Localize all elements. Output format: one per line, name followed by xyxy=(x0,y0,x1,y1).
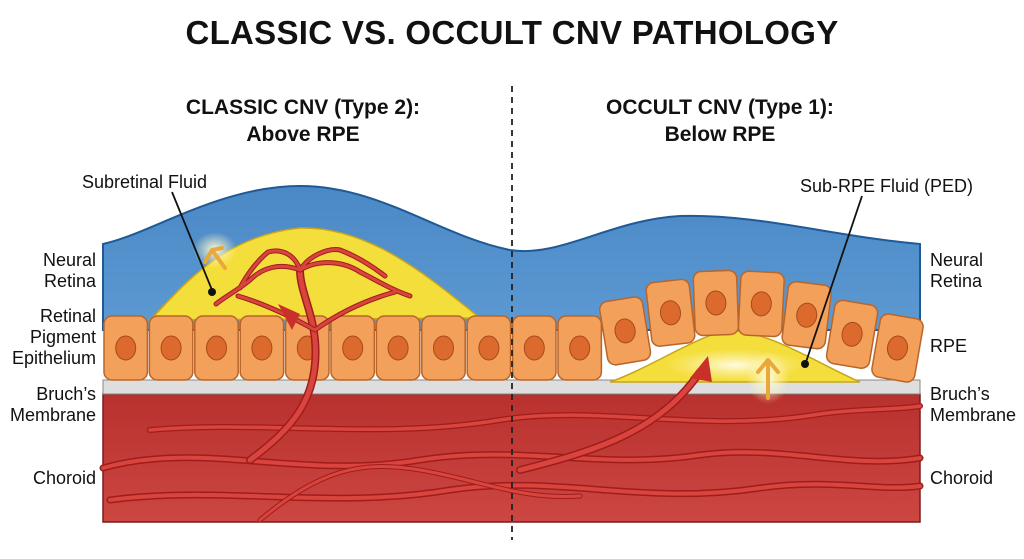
occult-cnv-vessel xyxy=(516,368,704,474)
rpe-nucleus xyxy=(160,335,182,361)
rpe-cell xyxy=(466,315,512,381)
rpe-cell xyxy=(781,280,832,350)
rpe-nucleus xyxy=(433,335,454,361)
rpe-cell xyxy=(871,313,924,383)
rpe-cell xyxy=(148,315,194,381)
rpe-cell xyxy=(692,269,740,337)
left-label-choroid: Choroid xyxy=(32,468,96,488)
occult-title-line2: Below RPE xyxy=(664,123,776,146)
rpe-cell xyxy=(330,315,376,381)
occult-panel-title: OCCULT CNV (Type 1): Below RPE xyxy=(555,94,885,148)
rpe-cell xyxy=(421,315,466,381)
subretinal-fluid-leader xyxy=(171,191,213,291)
rpe-cell xyxy=(375,315,421,381)
diagram-title: CLASSIC VS. OCCULT CNV PATHOLOGY xyxy=(185,14,839,51)
rpe-nucleus xyxy=(569,335,591,361)
sub-rpe-fluid-label: Sub-RPE Fluid (PED) xyxy=(800,176,974,196)
classic-growth-arrow xyxy=(278,304,300,330)
rpe-cell xyxy=(645,278,696,347)
classic-panel-title: CLASSIC CNV (Type 2): Above RPE xyxy=(138,94,468,148)
occult-growth-arrow xyxy=(690,356,712,382)
subretinal-fluid-arrow xyxy=(193,232,237,270)
subretinal-fluid-pointer xyxy=(208,288,216,296)
right-label-rpe: RPE xyxy=(930,336,968,356)
rpe-cell xyxy=(103,315,149,381)
classic-cnv-vessels xyxy=(213,247,413,464)
rpe-cell xyxy=(239,315,285,381)
rpe-nucleus xyxy=(796,302,818,328)
rpe-nucleus xyxy=(614,318,636,344)
sub-rpe-fluid-leader xyxy=(805,195,863,363)
rpe-nucleus xyxy=(659,300,682,326)
rpe-nucleus xyxy=(523,335,545,361)
rpe-nucleus xyxy=(387,335,409,361)
rpe-cell xyxy=(598,296,652,366)
sub-rpe-fluid-pointer xyxy=(801,360,809,368)
sub-rpe-fluid-arrow xyxy=(746,352,790,404)
rpe-cell xyxy=(511,315,557,381)
rpe-nucleus xyxy=(886,335,909,361)
rpe-nucleus xyxy=(206,335,227,361)
rpe-cell xyxy=(825,299,879,369)
rpe-nucleus xyxy=(115,335,137,361)
rpe-cell xyxy=(557,315,603,381)
right-label-choroid: Choroid xyxy=(930,468,994,488)
rpe-nucleus xyxy=(841,321,863,347)
rpe-layer xyxy=(103,269,924,383)
rpe-nucleus xyxy=(478,335,500,361)
classic-title-line2: Above RPE xyxy=(246,123,360,146)
rpe-nucleus xyxy=(705,290,727,316)
rpe-nucleus xyxy=(342,335,364,361)
rpe-nucleus xyxy=(251,335,273,361)
rpe-nucleus xyxy=(750,291,772,317)
classic-title-line1: CLASSIC CNV (Type 2): xyxy=(185,96,421,119)
subretinal-fluid-label: Subretinal Fluid xyxy=(82,172,208,192)
rpe-cell xyxy=(737,270,785,338)
choroidal-vessels xyxy=(99,403,924,523)
occult-title-line1: OCCULT CNV (Type 1): xyxy=(606,96,834,119)
rpe-cell xyxy=(194,315,239,381)
